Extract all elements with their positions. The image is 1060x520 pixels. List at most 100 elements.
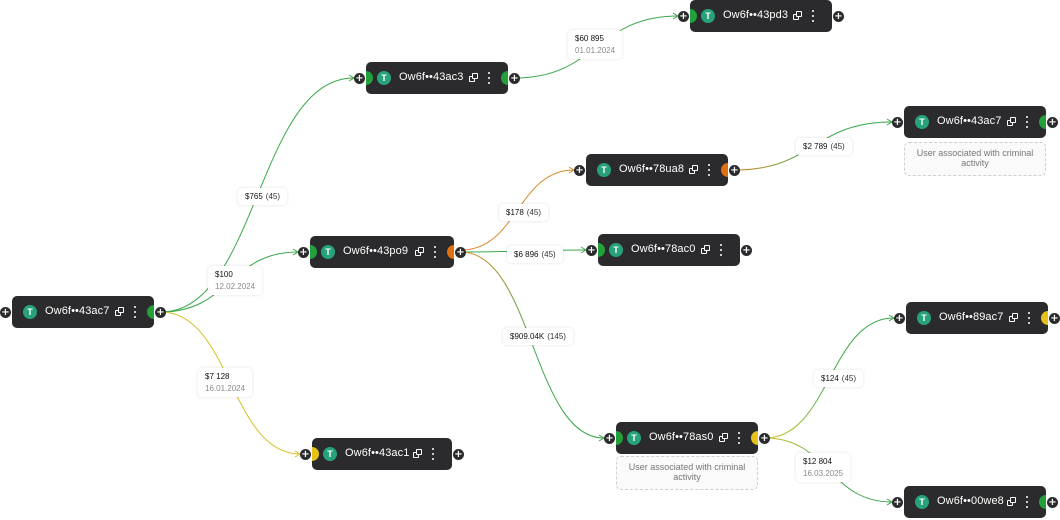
transfer-count: (45) — [830, 142, 845, 151]
copy-icon[interactable] — [689, 165, 698, 174]
tether-icon: T — [915, 115, 929, 129]
copy-icon[interactable] — [469, 73, 478, 82]
plus-icon[interactable]: + — [892, 116, 903, 128]
plus-icon[interactable]: + — [1047, 116, 1058, 128]
plus-icon[interactable]: + — [1049, 312, 1060, 324]
more-vertical-icon[interactable] — [1027, 311, 1031, 325]
status-cap-right — [751, 431, 758, 445]
transfer-count: (45) — [265, 192, 281, 201]
copy-icon[interactable] — [413, 449, 422, 458]
address-label: Ow6f••43pd3 — [723, 9, 789, 21]
transfer-label[interactable]: $178(45) — [499, 204, 549, 221]
status-cap-right — [1041, 311, 1048, 325]
address-node[interactable]: T Ow6f••43ac7 — [904, 106, 1046, 138]
copy-icon[interactable] — [1007, 497, 1016, 506]
transfer-label[interactable]: $12 804 16.03.2025 — [796, 453, 851, 482]
tether-icon: T — [597, 163, 611, 177]
plus-icon[interactable]: + — [455, 246, 466, 258]
plus-icon[interactable]: + — [833, 10, 844, 22]
status-cap-right — [1039, 495, 1046, 509]
plus-icon[interactable]: + — [894, 312, 905, 324]
copy-icon[interactable] — [415, 247, 424, 256]
status-cap-right — [721, 163, 728, 177]
transfer-amount: $2 789 — [803, 142, 828, 151]
copy-icon[interactable] — [1007, 117, 1016, 126]
transfer-label[interactable]: $2 789(45) — [796, 138, 852, 155]
plus-icon[interactable]: + — [586, 244, 597, 256]
more-vertical-icon[interactable] — [1025, 115, 1029, 129]
address-label: Ow6f••43ac7 — [937, 115, 1002, 127]
status-cap-left — [616, 431, 623, 445]
transfer-label[interactable]: $124(45) — [814, 370, 864, 387]
more-vertical-icon[interactable] — [133, 305, 137, 319]
transfer-amount: $12 804 — [803, 457, 832, 466]
tether-icon: T — [627, 431, 641, 445]
plus-icon[interactable]: + — [453, 448, 464, 460]
transfer-amount: $765 — [245, 192, 263, 201]
more-vertical-icon[interactable] — [737, 431, 741, 445]
plus-icon[interactable]: + — [155, 306, 166, 318]
plus-icon[interactable]: + — [354, 72, 365, 84]
plus-icon[interactable]: + — [574, 164, 585, 176]
more-vertical-icon[interactable] — [487, 71, 491, 85]
transfer-count: (145) — [547, 332, 566, 341]
status-cap-right — [1039, 115, 1046, 129]
transfer-label[interactable]: $765(45) — [238, 188, 288, 205]
transfer-amount: $909.04K — [510, 332, 545, 341]
transfer-amount: $124 — [821, 374, 839, 383]
status-cap-left — [598, 243, 605, 257]
plus-icon[interactable]: + — [729, 164, 740, 176]
more-vertical-icon[interactable] — [719, 243, 723, 257]
more-vertical-icon[interactable] — [1025, 495, 1029, 509]
plus-icon[interactable]: + — [759, 432, 770, 444]
transfer-date: 16.03.2025 — [803, 469, 844, 478]
plus-icon[interactable]: + — [509, 72, 520, 84]
address-label: Ow6f••43ac7 — [45, 305, 110, 317]
more-vertical-icon[interactable] — [707, 163, 711, 177]
plus-icon[interactable]: + — [300, 448, 311, 460]
transfer-amount: $7 128 — [205, 372, 230, 381]
transfer-amount: $6 896 — [514, 250, 539, 259]
copy-icon[interactable] — [719, 433, 728, 442]
plus-icon[interactable]: + — [678, 10, 689, 22]
plus-icon[interactable]: + — [892, 496, 903, 508]
plus-icon[interactable]: + — [0, 306, 11, 318]
more-vertical-icon[interactable] — [431, 447, 435, 461]
plus-icon[interactable]: + — [1047, 496, 1058, 508]
transfer-label[interactable]: $6 896(45) — [507, 246, 563, 263]
address-label: Ow6f••89ac7 — [939, 311, 1004, 323]
transfer-date: 12.02.2024 — [215, 282, 256, 291]
more-vertical-icon[interactable] — [433, 245, 437, 259]
transfer-count: (45) — [526, 208, 542, 217]
transfer-label[interactable]: $909.04K(145) — [503, 328, 573, 345]
tether-icon: T — [321, 245, 335, 259]
more-vertical-icon[interactable] — [811, 9, 815, 23]
status-cap-left — [312, 447, 319, 461]
tether-icon: T — [323, 447, 337, 461]
address-node[interactable]: T Ow6f••43po9 — [310, 236, 454, 268]
copy-icon[interactable] — [1009, 313, 1018, 322]
copy-icon[interactable] — [793, 11, 802, 20]
copy-icon[interactable] — [701, 245, 710, 254]
status-cap-right — [147, 305, 154, 319]
status-cap-right — [501, 71, 508, 85]
tether-icon: T — [377, 71, 391, 85]
plus-icon[interactable]: + — [741, 244, 752, 256]
copy-icon[interactable] — [115, 307, 124, 316]
address-label: Ow6f••43po9 — [343, 245, 409, 257]
transfer-count: (45) — [541, 250, 556, 259]
plus-icon[interactable]: + — [604, 432, 615, 444]
plus-icon[interactable]: + — [298, 246, 309, 258]
